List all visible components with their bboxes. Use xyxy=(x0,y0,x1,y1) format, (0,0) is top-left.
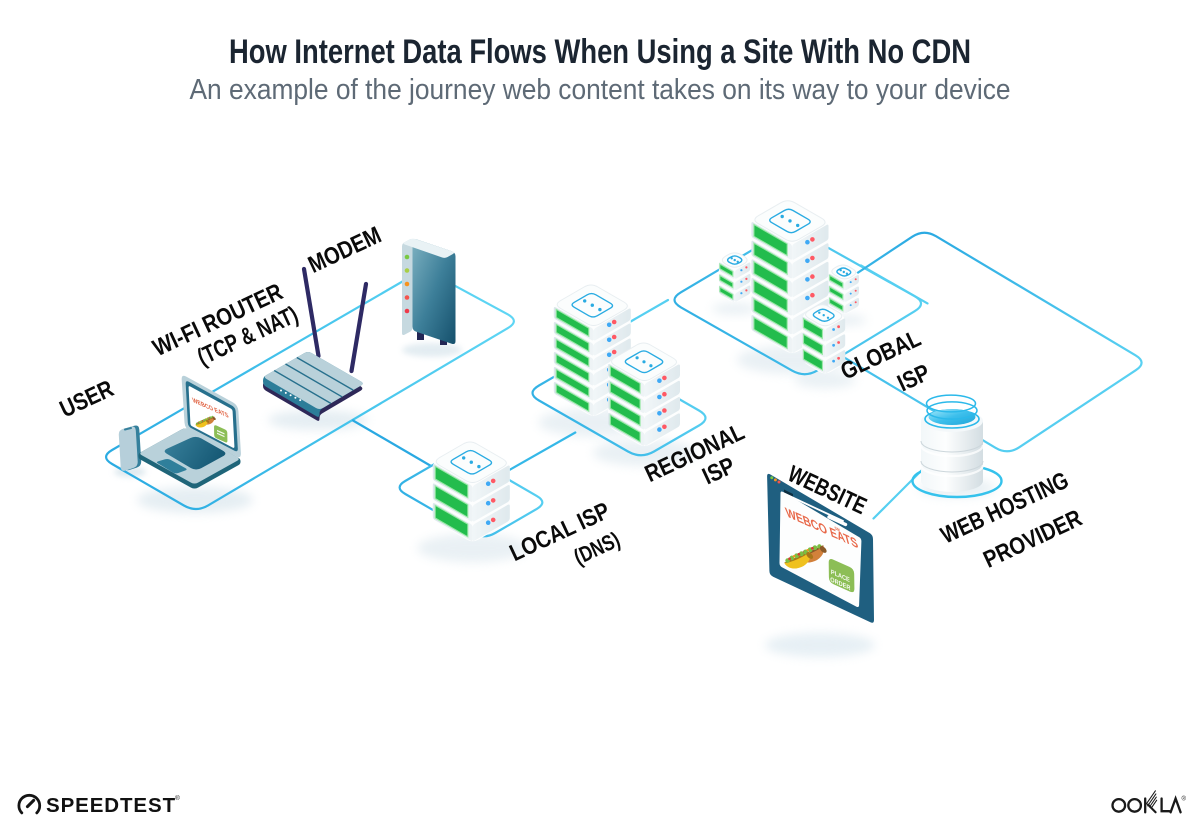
svg-text:How Internet Data Flows When U: How Internet Data Flows When Using a Sit… xyxy=(229,33,971,71)
svg-text:SPEEDTEST: SPEEDTEST xyxy=(46,794,176,817)
svg-text:®: ® xyxy=(1182,796,1187,803)
svg-text:SM: SM xyxy=(834,525,841,533)
svg-text:An example of the journey web: An example of the journey web content ta… xyxy=(190,74,1011,106)
svg-text:®: ® xyxy=(175,794,180,802)
